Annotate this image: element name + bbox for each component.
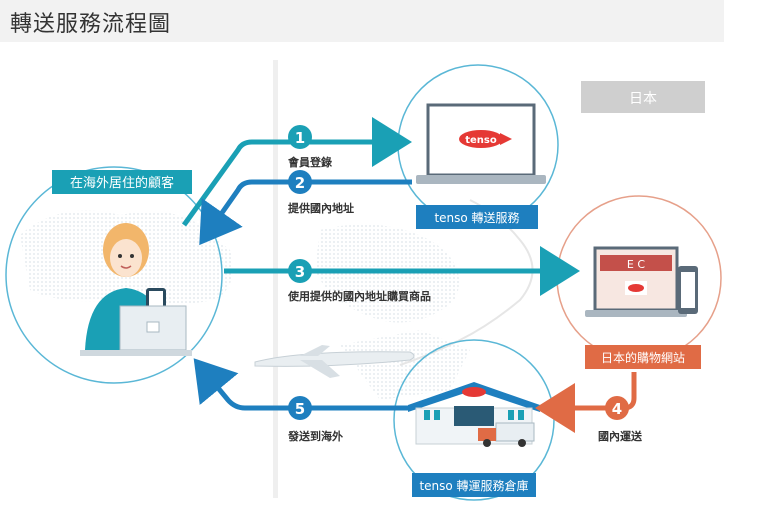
customer-laptop-icon xyxy=(80,305,192,356)
tenso-laptop-icon: tenso xyxy=(416,103,546,184)
step-3-label: 使用提供的國內地址購買商品 xyxy=(287,289,431,303)
tenso-service-node: tenso tenso 轉送服務 xyxy=(397,64,559,229)
step-4-label: 國內運送 xyxy=(598,429,643,443)
step-2-number: 2 xyxy=(295,174,305,192)
airplane-icon xyxy=(254,345,415,378)
step-5-number: 5 xyxy=(295,400,305,418)
step-4: 4 國內運送 xyxy=(598,396,643,443)
ec-text: E C xyxy=(627,258,645,271)
step-3: 3 使用提供的國內地址購買商品 xyxy=(287,259,431,303)
step-5-label: 發送到海外 xyxy=(287,429,343,443)
customer-label: 在海外居住的顧客 xyxy=(70,175,174,191)
step-2-label: 提供國內地址 xyxy=(288,201,354,215)
tenso-service-label-box xyxy=(416,205,538,229)
customer-label-box xyxy=(52,170,192,194)
warehouse-node: tenso 轉運服務倉庫 xyxy=(393,339,555,501)
tenso-service-label: tenso 轉送服務 xyxy=(434,210,519,225)
ec-site-label-box xyxy=(585,345,701,369)
step-1: 1 會員登錄 xyxy=(288,125,332,169)
ec-site-node: E C 日本的購物網站 xyxy=(556,195,722,369)
tenso-logo-text: tenso xyxy=(465,135,497,146)
arrow-step-1 xyxy=(181,117,412,227)
step-1-number: 1 xyxy=(295,129,305,147)
arrow-step-5 xyxy=(193,358,408,411)
ec-site-label: 日本的購物網站 xyxy=(601,350,685,365)
japan-label: 日本 xyxy=(629,91,657,107)
truck-icon xyxy=(478,422,535,447)
warehouse-label-box xyxy=(412,473,536,497)
step-1-label: 會員登錄 xyxy=(288,155,332,169)
arrow-step-2 xyxy=(199,179,412,246)
japan-box xyxy=(581,81,705,113)
step-3-number: 3 xyxy=(295,263,305,281)
world-map-dots xyxy=(20,210,470,400)
customer-node: 在海外居住的顧客 xyxy=(5,166,223,384)
warehouse-label: tenso 轉運服務倉庫 xyxy=(419,478,528,493)
step-4-number: 4 xyxy=(612,400,622,418)
divider xyxy=(273,60,278,498)
step-2: 2 提供國內地址 xyxy=(288,170,354,215)
ec-devices-icon: E C xyxy=(585,246,698,317)
step-5: 5 發送到海外 xyxy=(287,396,343,443)
title-bar: 轉送服務流程圖 xyxy=(0,0,724,42)
tenso-logo-icon xyxy=(459,130,503,148)
page-title: 轉送服務流程圖 xyxy=(10,12,172,37)
